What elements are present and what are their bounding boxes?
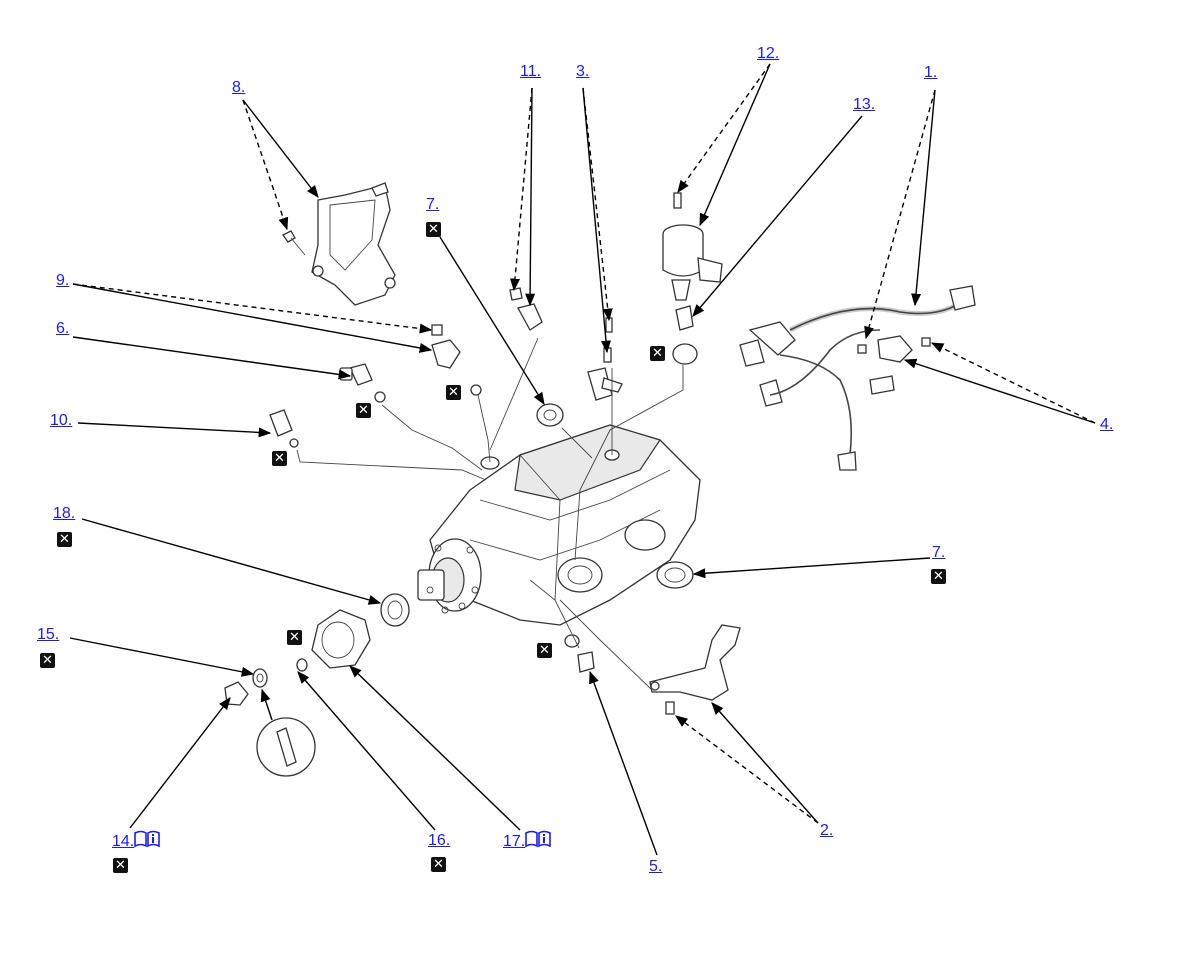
callout-1[interactable]: 1.	[924, 64, 938, 81]
wiring-harness-part	[739, 285, 976, 471]
callout-3[interactable]: 3.	[576, 63, 590, 80]
callout-13[interactable]: 13.	[853, 96, 876, 113]
close-square-icon: ✕	[931, 569, 946, 584]
o-ring-part	[672, 305, 698, 365]
flange-part	[311, 609, 371, 669]
heat-shield-part	[311, 182, 396, 306]
callout-17[interactable]: 17.	[503, 830, 552, 851]
open-book-info-icon[interactable]	[134, 830, 161, 848]
callout-10[interactable]: 10.	[50, 412, 73, 429]
open-book-info-icon[interactable]	[525, 830, 552, 848]
actuator-motor-part	[662, 192, 723, 301]
callout-12[interactable]: 12.	[757, 45, 780, 62]
close-square-icon: ✕	[426, 222, 441, 237]
callout-15[interactable]: 15.	[37, 626, 60, 643]
oil-seal-right	[656, 561, 694, 589]
close-square-icon: ✕	[431, 857, 446, 872]
callout-14-label: 14.	[112, 833, 135, 850]
harness-bracket-part	[857, 335, 931, 363]
callout-5[interactable]: 5.	[649, 858, 663, 875]
output-seal-part	[380, 593, 410, 627]
callout-8[interactable]: 8.	[232, 79, 246, 96]
drain-plug-part	[564, 634, 595, 673]
callout-18[interactable]: 18.	[53, 505, 76, 522]
callout-11[interactable]: 11.	[520, 63, 542, 80]
heat-shield-bolt	[282, 230, 306, 256]
close-square-icon: ✕	[40, 653, 55, 668]
close-square-icon: ✕	[650, 346, 665, 361]
bracket-part	[587, 317, 623, 401]
callout-4[interactable]: 4.	[1100, 416, 1114, 433]
close-square-icon: ✕	[272, 451, 287, 466]
close-square-icon: ✕	[537, 643, 552, 658]
assembly-guide-lines	[296, 337, 684, 691]
position-sensor-part	[509, 287, 543, 331]
washer-15-part	[252, 668, 268, 688]
switch-part	[339, 363, 386, 403]
close-square-icon: ✕	[113, 858, 128, 873]
callout-17-label: 17.	[503, 833, 526, 850]
callout-2[interactable]: 2.	[820, 822, 834, 839]
callout-16[interactable]: 16.	[428, 832, 451, 849]
close-square-icon: ✕	[287, 630, 302, 645]
transfer-case-housing	[417, 424, 701, 626]
callout-7-upper[interactable]: 7.	[426, 196, 440, 213]
close-square-icon: ✕	[446, 385, 461, 400]
callout-7-right[interactable]: 7.	[932, 544, 946, 561]
callout-leader-lines	[69, 63, 1096, 856]
o-ring-16-part	[296, 658, 308, 672]
callout-14[interactable]: 14.	[112, 830, 161, 851]
oil-seal-upper	[536, 403, 564, 427]
shift-bracket-part	[649, 624, 741, 715]
detail-magnifier	[256, 717, 316, 777]
pressure-sensor-part	[269, 409, 299, 448]
nut-14-part	[224, 681, 249, 706]
callout-6[interactable]: 6.	[56, 320, 70, 337]
close-square-icon: ✕	[57, 532, 72, 547]
callout-9[interactable]: 9.	[56, 272, 70, 289]
close-square-icon: ✕	[356, 403, 371, 418]
